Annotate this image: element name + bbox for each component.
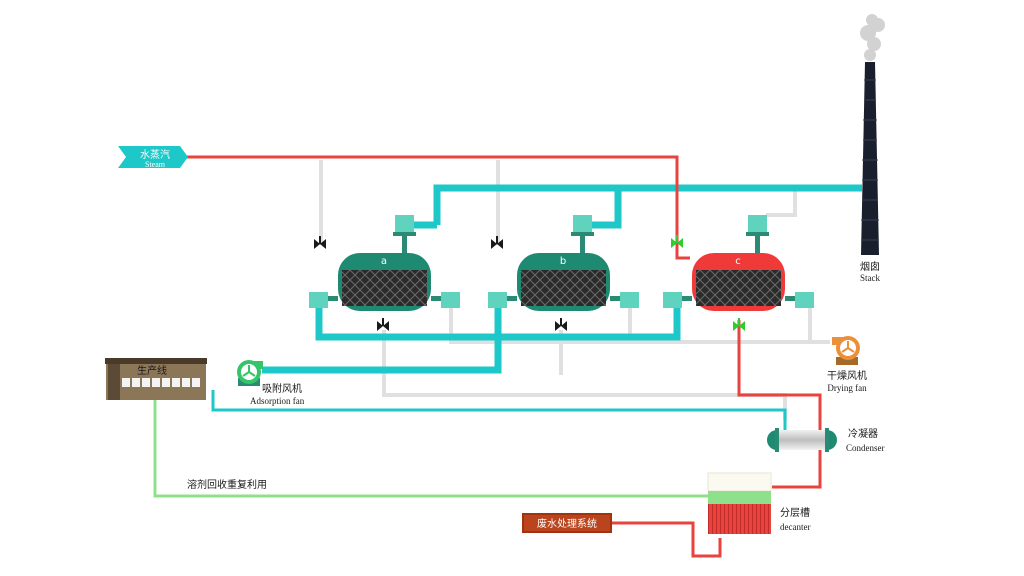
solvent-return-label: 溶剂回收重复利用 [187, 478, 267, 491]
solvent-return-line [153, 398, 708, 498]
steam-tag: 水蒸汽 Steam [118, 146, 188, 169]
production-line[interactable]: 生产线 [105, 358, 207, 400]
valve-closed-icon[interactable] [555, 318, 567, 331]
adsorption-fan-label-cn: 吸附风机 [262, 382, 302, 395]
steam-lines [185, 155, 822, 558]
adsorber-c-right-port [795, 292, 814, 308]
decanter[interactable]: 分层槽 decanter [707, 472, 810, 534]
adsorber-c-top-port [748, 215, 767, 232]
adsorber-b-left-port [488, 292, 507, 308]
stack-label-en: Stack [860, 273, 880, 283]
wastewater-system[interactable]: 废水处理系统 [522, 513, 612, 533]
adsorber-a-label: a [381, 256, 387, 267]
wastewater-label: 废水处理系统 [537, 517, 597, 530]
drying-fan[interactable]: 干燥风机 Drying fan [827, 336, 867, 393]
steam-label-cn: 水蒸汽 [140, 148, 170, 161]
decanter-label-en: decanter [780, 522, 810, 532]
adsorber-a[interactable]: a [309, 215, 460, 311]
adsorber-a-left-port [309, 292, 328, 308]
adsorber-b[interactable]: b [488, 215, 639, 311]
drying-fan-label-en: Drying fan [827, 383, 867, 393]
adsorber-a-top-port [395, 215, 414, 232]
adsorption-fan[interactable]: 吸附风机 Adsorption fan [237, 360, 305, 406]
condenser-label-cn: 冷凝器 [848, 427, 878, 440]
adsorber-b-right-port [620, 292, 639, 308]
valve-open-icon[interactable] [733, 318, 745, 331]
steam-label-en: Steam [145, 160, 166, 169]
adsorber-c-label: c [735, 256, 741, 267]
adsorber-a-right-port [441, 292, 460, 308]
adsorber-c-left-port [663, 292, 682, 308]
stack-label-cn: 烟囱 [860, 260, 880, 273]
smoke-icon [860, 14, 885, 61]
valve-closed-icon[interactable] [491, 236, 503, 249]
adsorber-b-label: b [560, 256, 566, 267]
decanter-label-cn: 分层槽 [780, 506, 810, 519]
adsorber-c[interactable]: c [663, 215, 814, 311]
drying-fan-label-cn: 干燥风机 [827, 369, 867, 382]
valve-closed-icon[interactable] [377, 318, 389, 331]
production-feed-line [211, 390, 787, 430]
stack: 烟囱 Stack [860, 14, 885, 283]
production-line-label: 生产线 [137, 364, 167, 377]
valve-open-icon[interactable] [671, 235, 683, 248]
valve-closed-icon[interactable] [314, 236, 326, 249]
condenser[interactable]: 冷凝器 Condenser [767, 427, 885, 453]
adsorption-fan-label-en: Adsorption fan [250, 396, 305, 406]
condenser-label-en: Condenser [846, 443, 885, 453]
exhaust-lines [262, 184, 862, 374]
adsorber-b-top-port [573, 215, 592, 232]
